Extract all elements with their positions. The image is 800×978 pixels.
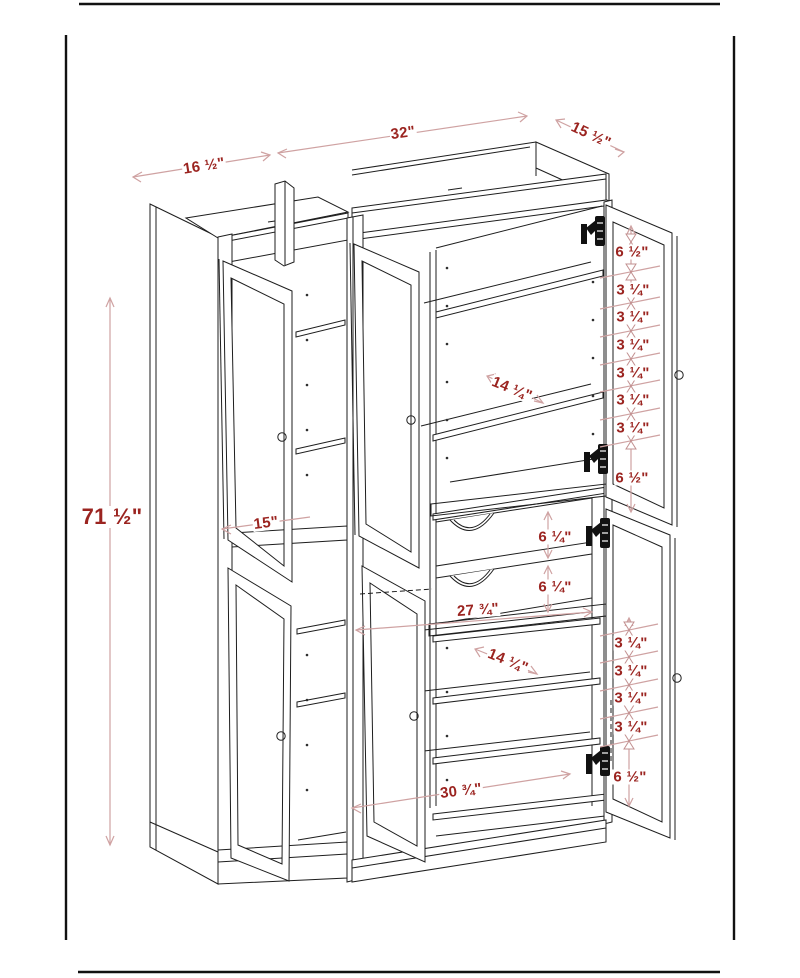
chain-upper-label: 3 ¼" bbox=[615, 419, 651, 437]
hinge-icon bbox=[583, 443, 609, 475]
chain-upper-label: 6 ½" bbox=[614, 243, 650, 261]
chain-lower-label: 6 ½" bbox=[612, 768, 648, 786]
dim-label-total-height: 71 ½" bbox=[80, 504, 144, 529]
cabinet-interior bbox=[295, 205, 608, 841]
border-frame bbox=[64, 2, 736, 974]
hinge-icon bbox=[580, 215, 606, 247]
chain-lower-label: 3 ¼" bbox=[613, 634, 649, 652]
dim-label-drawer-one-height: 6 ¼" bbox=[537, 528, 573, 546]
chain-upper-label: 3 ¼" bbox=[615, 281, 651, 299]
chain-upper-label: 3 ¼" bbox=[615, 364, 651, 382]
dim-label-left-shelf-depth: 15" bbox=[251, 513, 281, 533]
chain-lower-label: 3 ¼" bbox=[613, 689, 649, 707]
chain-upper-label: 3 ¼" bbox=[615, 308, 651, 326]
dim-label-drawer-two-height: 6 ¼" bbox=[537, 578, 573, 596]
chain-lower-label: 3 ¼" bbox=[613, 662, 649, 680]
hidden-edge-lines bbox=[359, 588, 612, 764]
hinge-icon bbox=[585, 745, 611, 777]
chain-upper-label: 3 ¼" bbox=[615, 391, 651, 409]
shelf-pin-holes bbox=[305, 266, 595, 792]
dim-label-interior-width: 27 ¾" bbox=[455, 600, 501, 620]
cabinet-doors bbox=[218, 204, 684, 882]
chain-upper-label: 3 ¼" bbox=[615, 336, 651, 354]
chain-upper-label: 6 ½" bbox=[614, 469, 650, 487]
dim-label-top-width: 32" bbox=[388, 122, 418, 144]
chain-lower-label: 3 ¼" bbox=[613, 718, 649, 736]
